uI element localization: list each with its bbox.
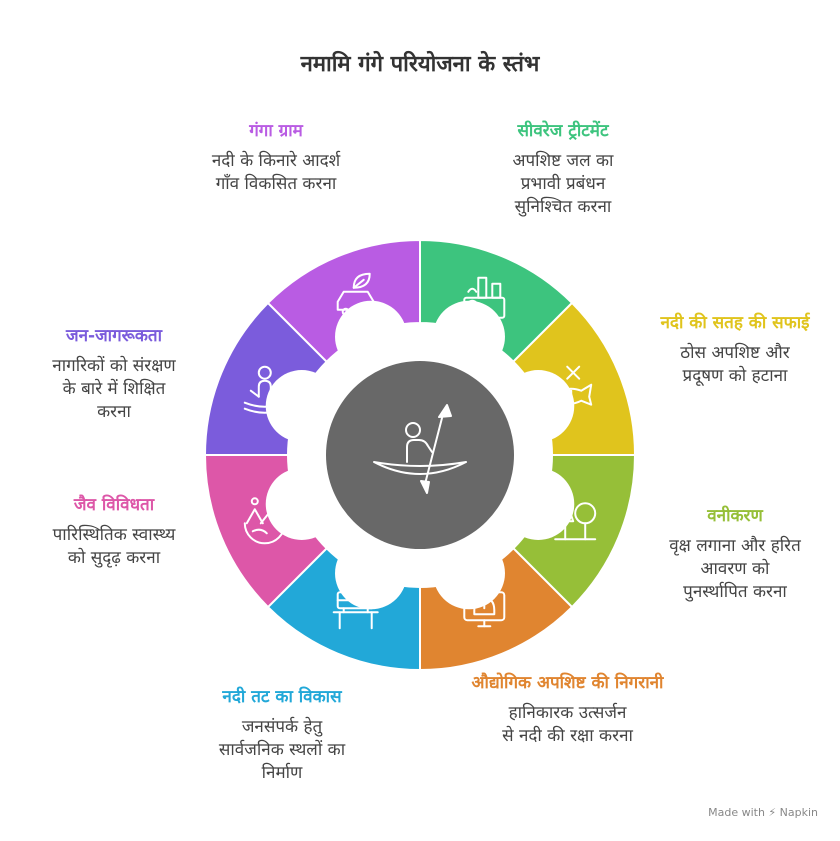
pillar-description: अपशिष्ट जल का प्रभावी प्रबंधन सुनिश्चित कर… xyxy=(468,150,658,219)
pillar-heading: गंगा ग्राम xyxy=(249,121,303,141)
pillar-label: वनीकरण वृक्ष लगाना और हरित आवरण को पुनर्स्थ… xyxy=(642,505,828,604)
pillar-heading: जैव विविधता xyxy=(73,495,155,515)
footer-credit: Made with ⚡ Napkin xyxy=(708,806,818,819)
wheel-notch xyxy=(335,537,408,610)
meditating-person-icon xyxy=(243,365,286,414)
description-line: प्रदूषण को हटाना xyxy=(682,366,788,386)
pillar-description: वृक्ष लगाना और हरित आवरण को पुनर्स्थापित क… xyxy=(642,535,828,604)
wheel-notch xyxy=(265,467,338,540)
description-line: पारिस्थितिक स्वास्थ्य xyxy=(52,525,176,545)
description-line: को सुदृढ़ करना xyxy=(67,548,161,568)
pillar-heading: नदी तट का विकास xyxy=(222,687,342,707)
pillar-heading: औद्योगिक अपशिष्ट की निगरानी xyxy=(471,673,664,693)
wheel-notch xyxy=(432,300,505,373)
pillar-heading: वनीकरण xyxy=(707,506,763,526)
pillar-description: पारिस्थितिक स्वास्थ्य को सुदृढ़ करना xyxy=(14,524,214,570)
pillar-label: औद्योगिक अपशिष्ट की निगरानी हानिकारक उत्स… xyxy=(460,672,675,748)
description-line: के बारे में शिक्षित xyxy=(62,379,166,399)
page-title: नमामि गंगे परियोजना के स्तंभ xyxy=(300,52,540,77)
wheel-notch xyxy=(432,537,505,610)
description-line: गाँव विकसित करना xyxy=(215,174,337,194)
description-line: ठोस अपशिष्ट और xyxy=(680,343,790,363)
description-line: हानिकारक उत्सर्जन xyxy=(508,703,627,723)
description-line: से नदी की रक्षा करना xyxy=(502,726,633,746)
pillar-label: जैव विविधता पारिस्थितिक स्वास्थ्य को सुदृढ… xyxy=(14,494,214,570)
description-line: अपशिष्ट जल का xyxy=(512,151,614,171)
pillar-description: नदी के किनारे आदर्श गाँव विकसित करना xyxy=(176,150,376,196)
pillar-heading: सीवरेज ट्रीटमेंट xyxy=(517,121,609,141)
wheel-notch xyxy=(265,370,338,443)
pillar-description: नागरिकों को संरक्षण के बारे में शिक्षित कर… xyxy=(14,355,214,424)
description-line: सार्वजनिक स्थलों का xyxy=(218,740,346,760)
factory-icon xyxy=(463,276,506,319)
fish-cleanup-icon xyxy=(552,365,593,406)
monitor-hardhat-icon xyxy=(463,591,506,628)
pillar-heading: नदी की सतह की सफाई xyxy=(660,313,810,333)
description-line: पुनर्स्थापित करना xyxy=(683,582,787,602)
wheel-notch xyxy=(502,467,575,540)
description-line: आवरण को xyxy=(700,559,770,579)
description-line: नदी के किनारे आदर्श xyxy=(211,151,341,171)
trees-icon xyxy=(554,496,597,541)
kayaker-icon xyxy=(373,404,467,494)
pillar-label: सीवरेज ट्रीटमेंट अपशिष्ट जल का प्रभावी प्र… xyxy=(468,120,658,219)
pillar-description: ठोस अपशिष्ट और प्रदूषण को हटाना xyxy=(640,342,830,388)
bench-icon xyxy=(332,591,379,630)
pillar-description: जनसंपर्क हेतु सार्वजनिक स्थलों का निर्माण xyxy=(182,716,382,785)
description-line: नागरिकों को संरक्षण xyxy=(52,356,176,376)
wheel-notch xyxy=(502,370,575,443)
car-leaf-icon xyxy=(336,272,375,316)
description-line: वृक्ष लगाना और हरित xyxy=(669,536,801,556)
ecosystem-globe-icon xyxy=(243,497,286,545)
pillar-label: नदी तट का विकास जनसंपर्क हेतु सार्वजनिक स्… xyxy=(182,686,382,785)
pillar-label: गंगा ग्राम नदी के किनारे आदर्श गाँव विकसित… xyxy=(176,120,376,196)
description-line: निर्माण xyxy=(261,763,303,783)
wheel-notch xyxy=(335,300,408,373)
description-line: सुनिश्चित करना xyxy=(514,197,612,217)
pillar-heading: जन-जागरूकता xyxy=(65,326,163,346)
description-line: करना xyxy=(97,402,131,422)
pillar-label: नदी की सतह की सफाई ठोस अपशिष्ट और प्रदूषण … xyxy=(640,312,830,388)
description-line: प्रभावी प्रबंधन xyxy=(520,174,606,194)
center-hub xyxy=(326,361,514,549)
pillar-description: हानिकारक उत्सर्जन से नदी की रक्षा करना xyxy=(460,702,675,748)
pillar-label: जन-जागरूकता नागरिकों को संरक्षण के बारे मे… xyxy=(14,325,214,424)
description-line: जनसंपर्क हेतु xyxy=(241,717,323,737)
